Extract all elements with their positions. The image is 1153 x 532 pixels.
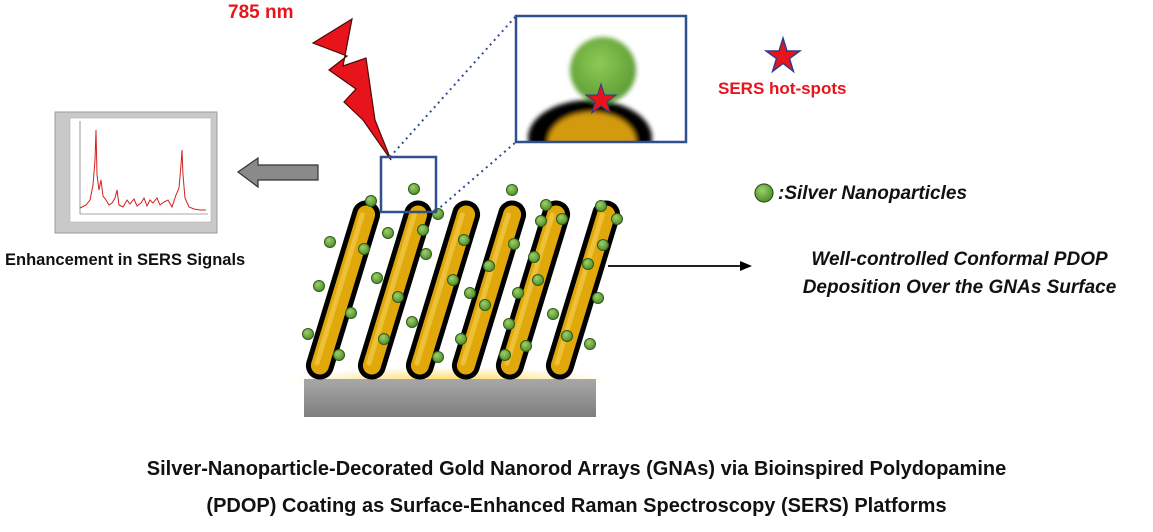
pdop-deposition-label: Well-controlled Conformal PDOP Depositio… <box>762 246 1153 302</box>
pdop-line-1: Well-controlled Conformal PDOP <box>811 249 1108 270</box>
nanorod <box>495 200 571 380</box>
green-circle-icon <box>754 183 774 203</box>
zoom-source-box <box>379 155 438 214</box>
hotspot-label: SERS hot-spots <box>718 79 847 98</box>
raman-spectrum-thumbnail: . <box>54 111 218 234</box>
pdop-line-2: Deposition Over the GNAs Surface <box>802 277 1117 298</box>
star-icon <box>763 35 803 74</box>
silver-nanoparticles <box>302 183 623 363</box>
lightning-bolt-icon <box>311 17 392 161</box>
spectrum-line <box>79 129 206 211</box>
zoom-inset <box>514 14 688 144</box>
right-arrow-icon <box>740 261 752 271</box>
silver-nanoparticle-legend: :Silver Nanoparticles <box>778 183 968 204</box>
nanorod <box>357 200 433 380</box>
caption-line-1: Silver-Nanoparticle-Decorated Gold Nanor… <box>146 458 1007 480</box>
nanorod-array <box>305 200 621 380</box>
star-icon <box>584 82 618 115</box>
zoom-line <box>435 141 517 212</box>
left-arrow-icon <box>236 156 319 189</box>
zoom-line <box>389 15 517 158</box>
substrate <box>304 379 596 417</box>
caption-line-2: (PDOP) Coating as Surface-Enhanced Raman… <box>206 495 947 517</box>
enhancement-label: Enhancement in SERS Signals <box>5 251 246 269</box>
svg-text:.: . <box>140 228 141 232</box>
laser-wavelength-label: 785 nm <box>228 2 294 23</box>
nanorod <box>451 200 527 380</box>
